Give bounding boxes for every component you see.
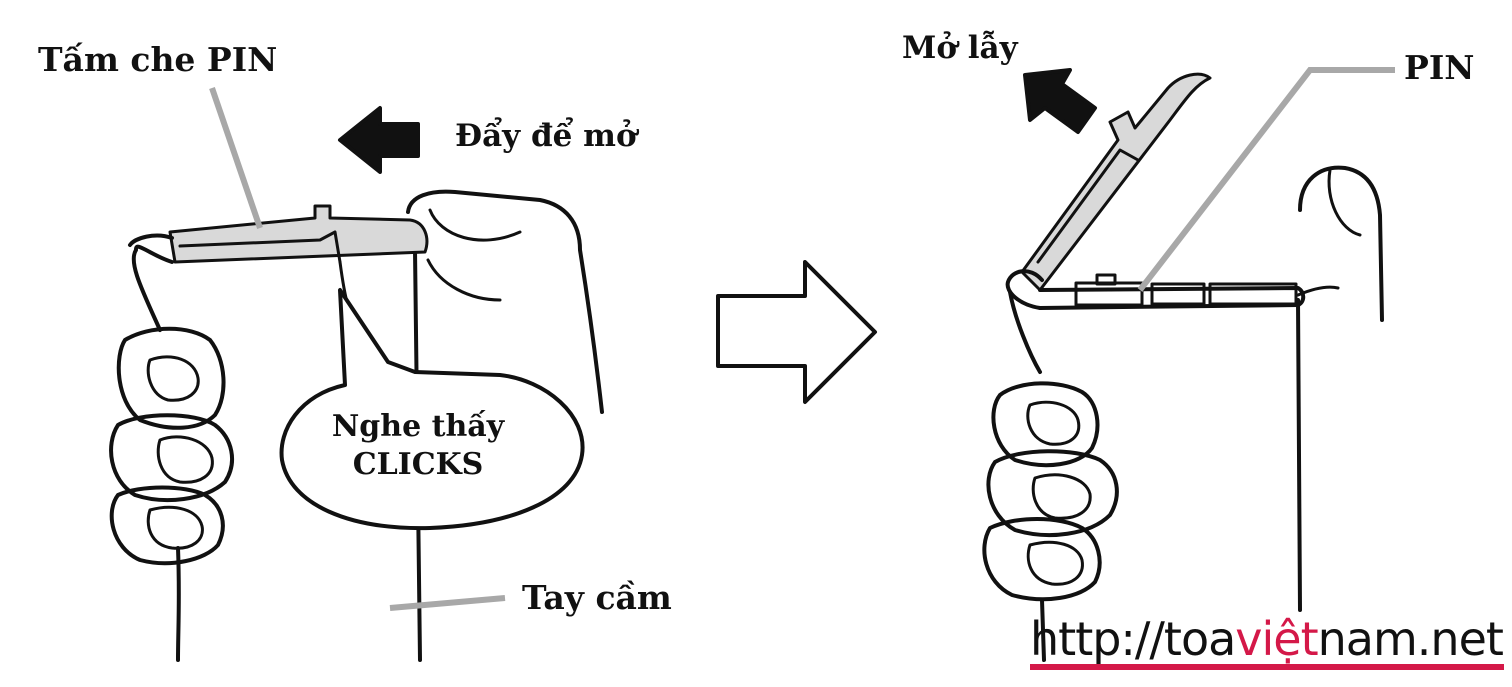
left-thumb xyxy=(406,189,604,414)
hear-click-label: Nghe thấy CLICKS xyxy=(300,408,536,484)
battery-cover-label: Tấm che PIN xyxy=(38,40,278,79)
lift-arrow xyxy=(1023,68,1097,134)
watermark-accent: việt xyxy=(1235,612,1318,666)
transition-arrow xyxy=(716,260,877,404)
left-battery-cover xyxy=(168,204,429,332)
leader-lines xyxy=(209,67,1395,611)
right-battery-cover-open xyxy=(1020,72,1212,292)
watermark-suffix: nam.net xyxy=(1317,612,1504,666)
leader-handle xyxy=(389,595,506,611)
leader-battery-cover xyxy=(209,87,263,229)
right-thumb xyxy=(1298,165,1384,322)
right-battery-compartment xyxy=(1038,273,1306,310)
leader-battery xyxy=(1137,67,1395,292)
left-fingers xyxy=(109,233,234,566)
watermark-underline xyxy=(1030,664,1504,670)
watermark-prefix: http://toa xyxy=(1030,612,1236,666)
right-handle xyxy=(1040,298,1302,662)
click-speech-bubble xyxy=(279,288,585,531)
watermark-text: http://toaviệtnam.net xyxy=(1030,612,1504,666)
push-arrow xyxy=(338,106,420,174)
lift-open-label: Mở lẫy xyxy=(902,30,1018,66)
right-fingers xyxy=(982,269,1119,602)
handle-label: Tay cầm xyxy=(522,578,672,617)
battery-label: PIN xyxy=(1404,48,1475,87)
hear-click-line2: CLICKS xyxy=(352,447,484,482)
hear-click-line1: Nghe thấy xyxy=(331,409,505,444)
watermark: http://toaviệtnam.net xyxy=(1030,608,1504,670)
push-to-open-label: Đẩy để mở xyxy=(455,118,637,154)
